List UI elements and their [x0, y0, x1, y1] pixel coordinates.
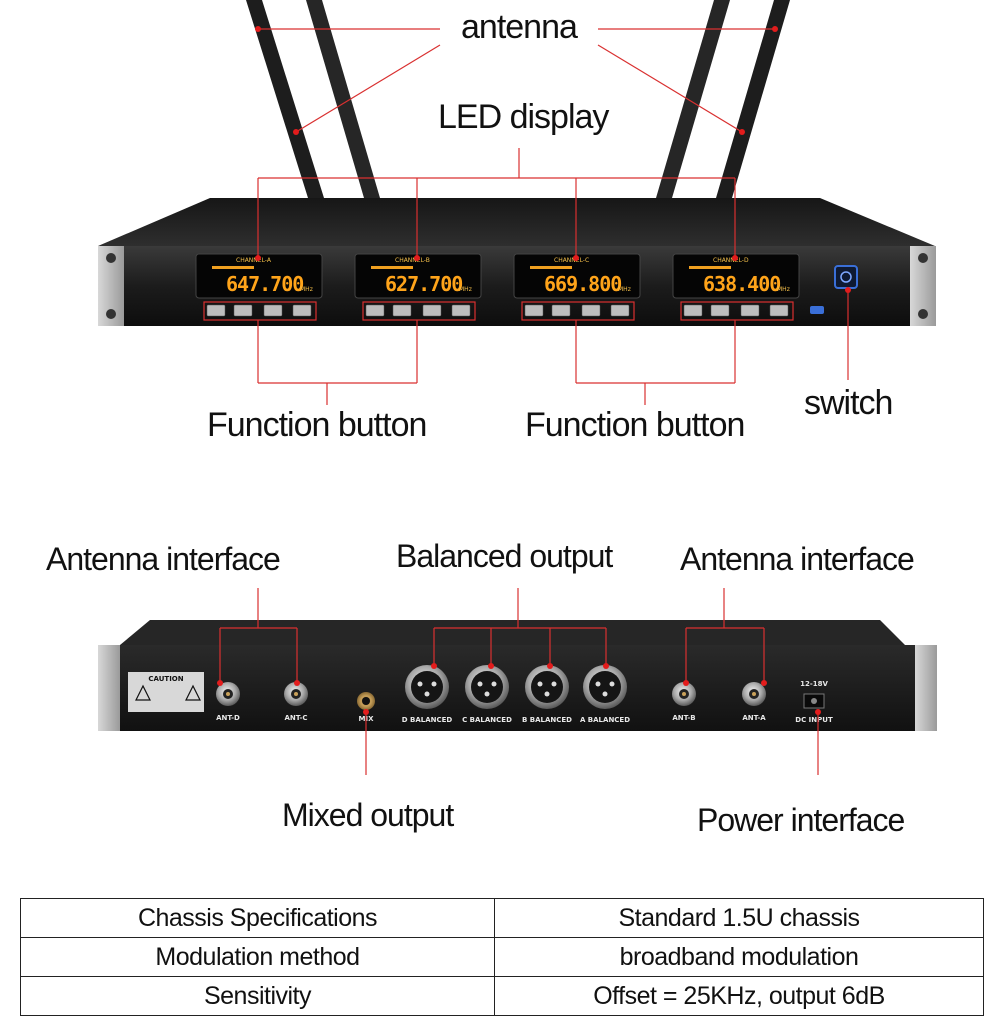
lcd-level-bar — [371, 266, 413, 269]
lcd-frequency-d: 638.400 — [703, 272, 780, 296]
power-icon — [840, 271, 852, 283]
function-button-label-left: Function button — [207, 406, 427, 444]
ir-indicator-light — [810, 306, 824, 314]
lcd-unit-b: MHz — [459, 286, 472, 293]
lcd-unit-a: MHz — [300, 286, 313, 293]
function-button[interactable] — [292, 304, 312, 317]
power-interface-label: Power interface — [697, 802, 905, 838]
lcd-channel-name-a: CHANNEL-A — [236, 257, 272, 264]
function-button[interactable] — [769, 304, 789, 317]
front-callout-dots — [255, 26, 851, 293]
balanced-output-label: Balanced output — [396, 538, 613, 574]
spec-value: Standard 1.5U chassis — [494, 898, 984, 938]
balanced-a-label: A BALANCED — [580, 716, 630, 724]
lcd-frequency-b: 627.700 — [385, 272, 462, 296]
warning-icon — [185, 684, 201, 701]
lcd-unit-d: MHz — [777, 286, 790, 293]
function-button[interactable] — [422, 304, 442, 317]
lcd-level-bar — [212, 266, 254, 269]
antenna-interface-label-left: Antenna interface — [46, 541, 281, 577]
antenna-label: antenna — [461, 8, 578, 46]
function-button[interactable] — [233, 304, 253, 317]
lcd-screen-d — [672, 253, 800, 299]
rear-callouts — [219, 588, 819, 775]
spec-name: Modulation method — [20, 937, 495, 977]
function-button[interactable] — [581, 304, 601, 317]
function-button[interactable] — [740, 304, 760, 317]
function-button[interactable] — [206, 304, 226, 317]
spec-value: Offset = 25KHz, output 6dB — [494, 976, 984, 1016]
balanced-b-label: B BALANCED — [522, 716, 572, 724]
front-ear-hole — [106, 309, 116, 319]
lcd-level-bar — [689, 266, 731, 269]
balanced-d-label: D BALANCED — [402, 716, 453, 724]
led-display-label: LED display — [438, 98, 609, 136]
spec-value: broadband modulation — [494, 937, 984, 977]
balanced-c-label: C BALANCED — [462, 716, 512, 724]
ant-b-label: ANT-B — [672, 714, 695, 722]
function-button[interactable] — [451, 304, 471, 317]
ant-a-label: ANT-A — [742, 714, 766, 722]
xlr-connectors — [405, 665, 627, 709]
function-button[interactable] — [263, 304, 283, 317]
function-button[interactable] — [392, 304, 412, 317]
ant-d-label: ANT-D — [216, 714, 240, 722]
lcd-displays: CHANNEL-A CHANNEL-B CHANNEL-C CHANNEL-D … — [195, 253, 800, 299]
spec-name: Sensitivity — [20, 976, 495, 1016]
lcd-unit-c: MHz — [618, 286, 631, 293]
front-callouts — [203, 28, 849, 405]
function-button[interactable] — [610, 304, 630, 317]
table-row: Chassis Specifications Standard 1.5U cha… — [20, 898, 984, 938]
front-ear-hole — [106, 253, 116, 263]
lcd-channel-name-b: CHANNEL-B — [395, 257, 430, 264]
switch-label: switch — [804, 384, 893, 422]
spec-name: Chassis Specifications — [20, 898, 495, 938]
lcd-channel-name-c: CHANNEL-C — [554, 257, 589, 264]
lcd-channel-name-d: CHANNEL-D — [713, 257, 749, 264]
warning-icon — [135, 684, 151, 701]
lcd-screen-b — [354, 253, 482, 299]
antenna-rod-4 — [716, 0, 790, 198]
specifications-table: Chassis Specifications Standard 1.5U cha… — [20, 898, 984, 1016]
lcd-level-bar — [530, 266, 572, 269]
caution-label-text: CAUTION — [148, 675, 183, 683]
lcd-frequency-c: 669.800 — [544, 272, 621, 296]
function-buttons[interactable] — [206, 304, 789, 317]
lcd-screen-c — [513, 253, 641, 299]
function-button[interactable] — [551, 304, 571, 317]
antenna-rod-1 — [246, 0, 324, 198]
antenna-rod-3 — [656, 0, 730, 198]
rear-chassis-top — [120, 620, 905, 645]
function-button-label-right: Function button — [525, 406, 745, 444]
lcd-frequency-a: 647.700 — [226, 272, 303, 296]
voltage-label: 12-18V — [800, 680, 828, 688]
antennas — [246, 0, 790, 198]
lcd-screen-a — [195, 253, 323, 299]
table-row: Sensitivity Offset = 25KHz, output 6dB — [20, 976, 984, 1016]
front-ear-hole — [918, 253, 928, 263]
rear-rack-ear-right — [915, 645, 937, 731]
function-button[interactable] — [365, 304, 385, 317]
ant-c-label: ANT-C — [284, 714, 307, 722]
front-ear-hole — [918, 309, 928, 319]
rear-panel — [120, 645, 915, 731]
dc-input-label: DC INPUT — [795, 716, 833, 724]
mixed-output-label: Mixed output — [282, 797, 454, 833]
antenna-rod-2 — [306, 0, 380, 198]
antenna-connectors — [216, 682, 766, 706]
table-row: Modulation method broadband modulation — [20, 937, 984, 977]
function-button[interactable] — [683, 304, 703, 317]
power-switch-button[interactable] — [834, 265, 858, 289]
function-button[interactable] — [710, 304, 730, 317]
function-button[interactable] — [524, 304, 544, 317]
front-chassis-top — [98, 198, 935, 246]
rear-callout-dots — [217, 663, 821, 715]
rear-rack-ear-left — [98, 645, 120, 731]
antenna-interface-label-right: Antenna interface — [680, 541, 915, 577]
